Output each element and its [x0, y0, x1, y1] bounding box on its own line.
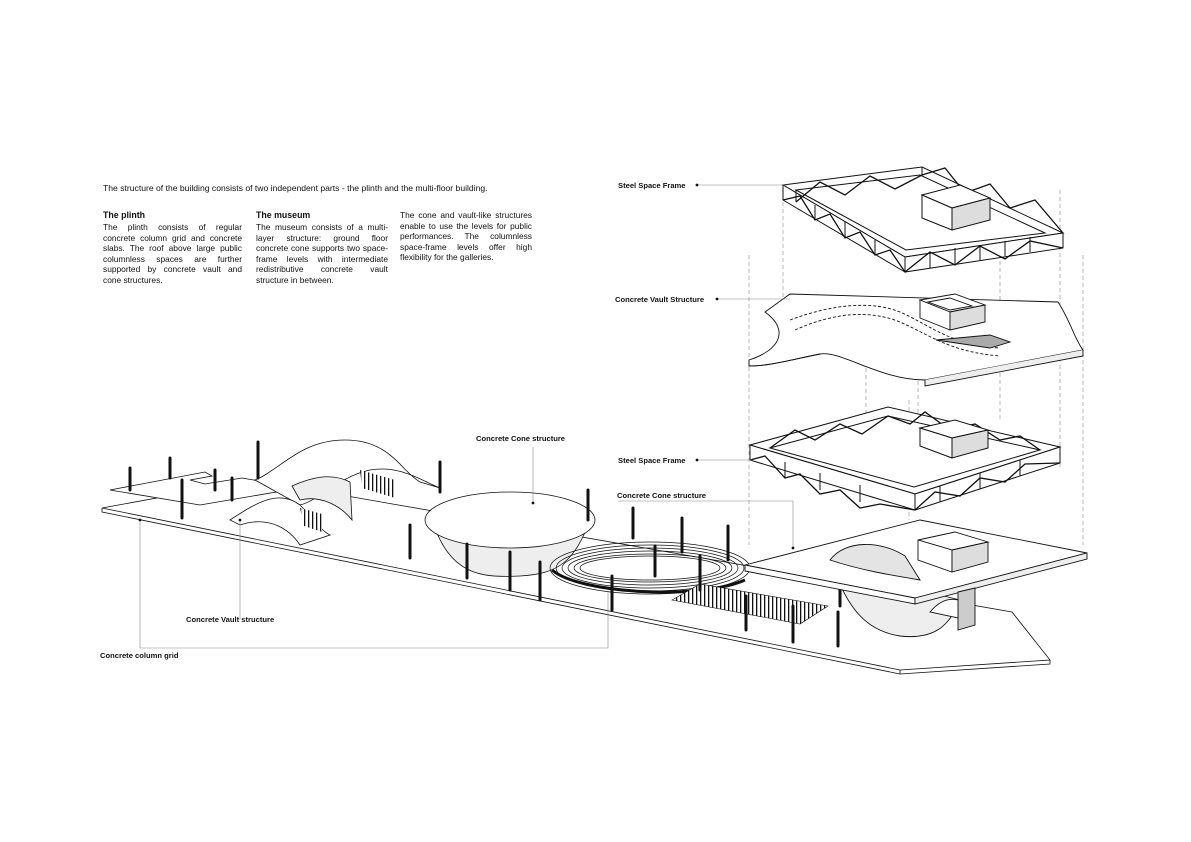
label-concrete-cone-structure-right: Concrete Cone structure [617, 491, 707, 500]
label-concrete-vault-structure-left: Concrete Vault structure [186, 615, 275, 624]
museum-body: The museum consists of a multi-layer str… [256, 222, 388, 285]
text-column-plinth: The plinth The plinth consists of regula… [103, 210, 242, 286]
label-steel-space-frame-top: Steel Space Frame [618, 181, 686, 190]
museum-heading: The museum [256, 210, 311, 220]
leader-dots [138, 183, 795, 550]
plinth-body: The plinth consists of regular concrete … [103, 222, 242, 285]
sunken-amphitheatre [549, 541, 751, 595]
text-column-performance: The cone and vault-like structures enabl… [400, 210, 532, 263]
vault-structure-left [229, 439, 441, 546]
leader-lines [139, 184, 794, 649]
text-column-museum: The museum The museum consists of a mult… [256, 210, 388, 286]
performance-body: The cone and vault-like structures enabl… [400, 210, 532, 263]
central-cone [424, 491, 596, 577]
concrete-vault-slab [748, 293, 1084, 387]
intro-text: The structure of the building consists o… [103, 183, 488, 193]
label-concrete-vault-structure-upper: Concrete Vault Structure [615, 295, 705, 304]
column-grid [128, 440, 842, 648]
label-concrete-cone-structure-center: Concrete Cone structure [476, 434, 566, 443]
hatched-pad [671, 583, 829, 625]
label-concrete-column-grid: Concrete column grid [100, 651, 179, 660]
label-steel-space-frame-mid: Steel Space Frame [618, 456, 686, 465]
plinth-heading: The plinth [103, 210, 146, 220]
museum-ground-slab [744, 519, 1088, 638]
steel-space-frame-top [781, 166, 1065, 273]
steel-space-frame-mid [748, 406, 1062, 511]
